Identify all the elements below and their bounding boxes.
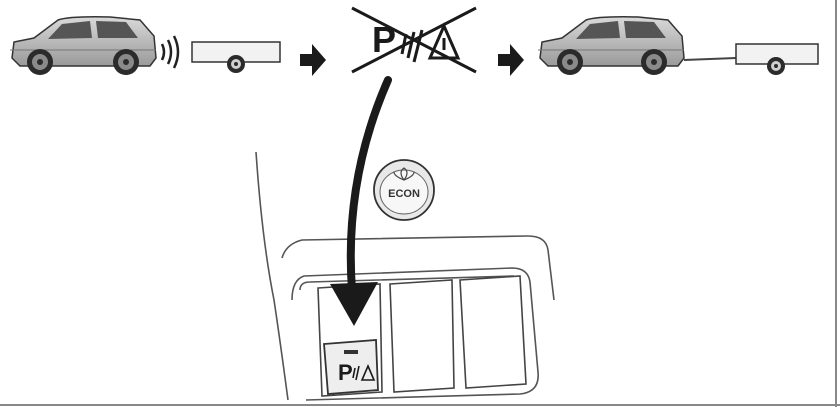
- switch-slot-2: [389, 279, 455, 393]
- econ-button[interactable]: ECON: [373, 159, 435, 221]
- switch-slot-3: [459, 275, 527, 389]
- trailer: [191, 41, 281, 73]
- parking-sensor-button[interactable]: P: [323, 339, 379, 395]
- car-towing-trailer-icon: [538, 16, 819, 75]
- svg-text:P: P: [338, 360, 353, 385]
- econ-leaf-icon: [393, 167, 415, 182]
- dashboard-panel: [255, 151, 555, 401]
- car-sensing-trailer-icon: [10, 16, 281, 75]
- parking-sensor-off-icon: P: [351, 6, 477, 74]
- flow-arrow-2: [498, 44, 524, 76]
- trailer: [735, 43, 819, 75]
- parking-sensor-button-icon: P: [338, 360, 376, 385]
- econ-label: ECON: [388, 188, 420, 200]
- sensor-waves-icon: [160, 35, 180, 69]
- pointer-arrow: [330, 76, 392, 326]
- flow-arrow-1: [300, 44, 326, 76]
